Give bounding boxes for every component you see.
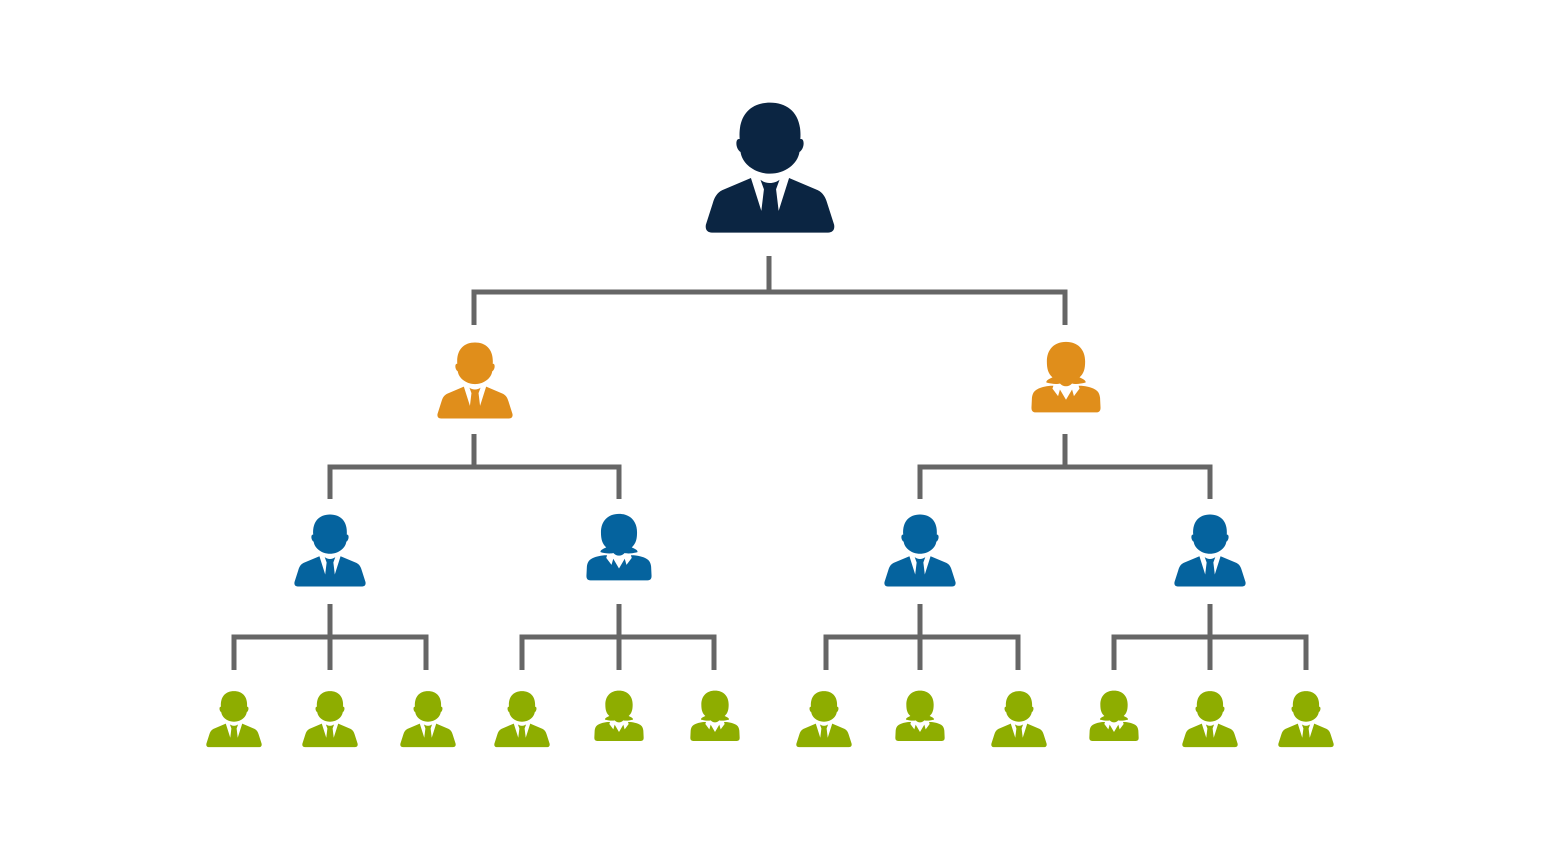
female-person-icon: [1031, 341, 1101, 413]
female-person-icon: [594, 690, 644, 741]
female-person-icon: [1089, 690, 1139, 741]
male-person-icon: [400, 691, 456, 748]
connector-lead-a1: [231, 604, 429, 670]
male-person-icon: [991, 691, 1047, 748]
people-nodes: [206, 102, 1334, 748]
connector-manager-b: [917, 434, 1213, 499]
male-person-icon: [437, 342, 513, 419]
connector-lead-a2: [519, 604, 717, 670]
female-person-icon: [586, 513, 652, 581]
male-person-icon: [705, 102, 835, 233]
male-person-icon: [884, 514, 956, 587]
female-person-icon: [895, 690, 945, 741]
male-person-icon: [494, 691, 550, 748]
male-person-icon: [206, 691, 262, 748]
connector-lead-b2: [1111, 604, 1309, 670]
male-person-icon: [294, 514, 366, 587]
connector-manager-a: [327, 434, 622, 499]
male-person-icon: [1182, 691, 1238, 748]
male-person-icon: [302, 691, 358, 748]
connector-ceo: [471, 256, 1068, 325]
connector-lines: [231, 256, 1309, 670]
connector-lead-b1: [823, 604, 1021, 670]
male-person-icon: [796, 691, 852, 748]
male-person-icon: [1278, 691, 1334, 748]
male-person-icon: [1174, 514, 1246, 587]
female-person-icon: [690, 690, 740, 741]
